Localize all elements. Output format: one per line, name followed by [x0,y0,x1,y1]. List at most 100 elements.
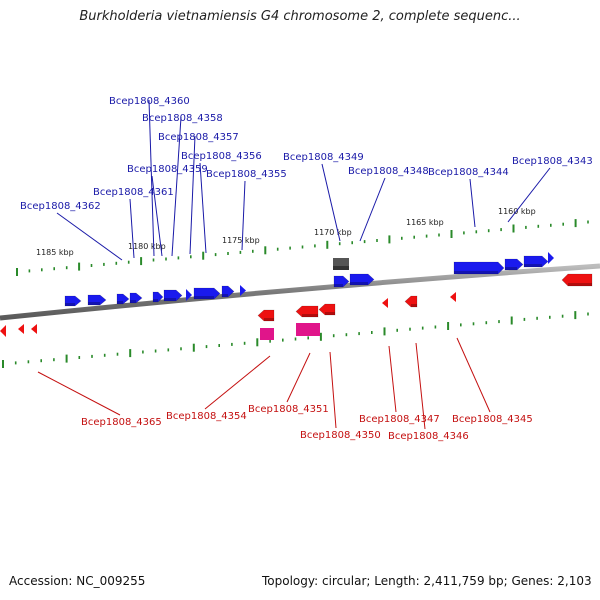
forward-gene-arrow [504,258,524,271]
gene-labels: Bcep1808_4360Bcep1808_4358Bcep1808_4357B… [20,96,593,442]
forward-gene-label: Bcep1808_4360 [109,96,190,107]
forward-gene-arrow-shade [88,302,100,305]
forward-gene-arrow [240,285,246,296]
forward-gene-arrow [116,293,130,305]
forward-gene-label: Bcep1808_4343 [512,156,593,167]
forward-gene-arrow [523,255,549,268]
reverse-gene-arrow [295,305,319,318]
reverse-gene-arrow-shade [302,314,318,317]
scale-label: 1180 kbp [128,242,166,251]
reverse-leader-line [286,352,311,403]
forward-leader-line [189,135,196,255]
forward-gene-arrow [548,252,554,264]
forward-gene-arrow [163,289,183,302]
reverse-gene-arrow [561,273,593,287]
forward-gene-label: Bcep1808_4344 [428,167,509,178]
scale-label: 1170 kbp [314,228,352,237]
chromosome-backbone [0,263,600,321]
reverse-gene-arrow [257,309,275,322]
forward-leader-line [199,162,207,254]
reverse-gene-label: Bcep1808_4354 [166,411,247,422]
label-leader-lines [37,99,551,430]
forward-leader-line [151,175,163,257]
reverse-gene-label: Bcep1808_4350 [300,430,381,441]
forward-gene-label: Bcep1808_4358 [142,113,223,124]
forward-gene-arrow [193,287,221,300]
forward-gene-arrow-shade [164,298,176,301]
forward-gene-arrow [453,261,505,275]
forward-gene-label: Bcep1808_4349 [283,152,364,163]
forward-gene-arrow [186,289,192,301]
forward-gene-label: Bcep1808_4362 [20,201,101,212]
accession-text: Accession: NC_009255 [9,574,146,588]
forward-gene-label: Bcep1808_4355 [206,169,287,180]
forward-gene-arrow-shade [194,296,214,299]
reverse-leader-line [388,345,397,413]
reverse-gene-arrow [18,324,24,334]
topology-summary: Topology: circular; Length: 2,411,759 bp… [262,574,592,588]
map-title: Burkholderia vietnamiensis G4 chromosome… [79,9,521,24]
reverse-gene-arrow-shade [568,283,592,286]
rna-gene-box [296,323,320,336]
reverse-leader-line [204,355,271,410]
forward-gene-arrow-shade [505,267,517,270]
forward-gene-arrow-shade [454,271,498,274]
forward-gene-label: Bcep1808_4348 [348,166,429,177]
forward-gene-arrow-shade [524,264,542,267]
forward-leader-line [507,167,551,223]
forward-leader-line [56,212,123,261]
reverse-leader-line [456,337,491,413]
forward-gene-arrow [129,292,143,304]
forward-gene-arrow [333,275,350,288]
forward-gene-arrow [349,273,375,286]
forward-gene-arrow [152,291,164,303]
reverse-gene-arrow [382,298,388,308]
forward-gene-arrow [87,294,107,306]
reverse-gene-arrow-shade [411,304,417,307]
reverse-gene-arrow [0,325,6,337]
forward-leader-line [241,180,246,251]
scale-label: 1185 kbp [36,248,74,257]
reverse-gene-arrow [450,292,456,302]
lower-ruler [2,311,589,368]
forward-gene-label: Bcep1808_4357 [158,132,239,143]
scale-label: 1175 kbp [222,236,260,245]
scale-label: 1165 kbp [406,218,444,227]
upper-ruler [16,219,589,276]
reverse-gene-label: Bcep1808_4346 [388,431,469,442]
forward-gene-arrow-shade [222,294,228,297]
reverse-gene-label: Bcep1808_4365 [81,417,162,428]
forward-leader-line [359,177,386,242]
forward-gene-label: Bcep1808_4361 [93,187,174,198]
reverse-leader-line [415,342,426,430]
forward-gene-label: Bcep1808_4356 [181,151,262,162]
forward-gene-arrow-shade [334,284,343,287]
forward-leader-line [321,163,341,242]
scale-label: 1160 kbp [498,207,536,216]
forward-gene-arrow [221,285,235,298]
reverse-gene-arrow [404,295,418,308]
reverse-gene-arrow-shade [325,312,335,315]
forward-leader-line [171,116,182,257]
gene-features [0,252,593,340]
reverse-gene-label: Bcep1808_4345 [452,414,533,425]
forward-leader-line [469,178,476,228]
forward-gene-arrow [64,295,82,307]
forward-leader-line [129,198,135,259]
reverse-gene-label: Bcep1808_4351 [248,404,329,415]
forward-gene-label: Bcep1808_4359 [127,164,208,175]
forward-gene-arrow-shade [130,300,136,303]
forward-gene-arrow-shade [153,299,158,302]
reverse-leader-line [37,371,121,416]
reverse-gene-arrow [31,324,37,334]
forward-gene-arrow-shade [350,282,368,285]
forward-leader-line [148,99,155,257]
reverse-gene-arrow [318,303,336,316]
other-gene-shade [333,266,349,270]
scale-labels: 1185 kbp 1180 kbp 1175 kbp 1170 kbp 1165 kbp… [36,207,536,257]
rna-gene-box [260,328,274,340]
reverse-gene-label: Bcep1808_4347 [359,414,440,425]
forward-gene-arrow-shade [65,303,75,306]
reverse-gene-arrow-shade [264,318,274,321]
